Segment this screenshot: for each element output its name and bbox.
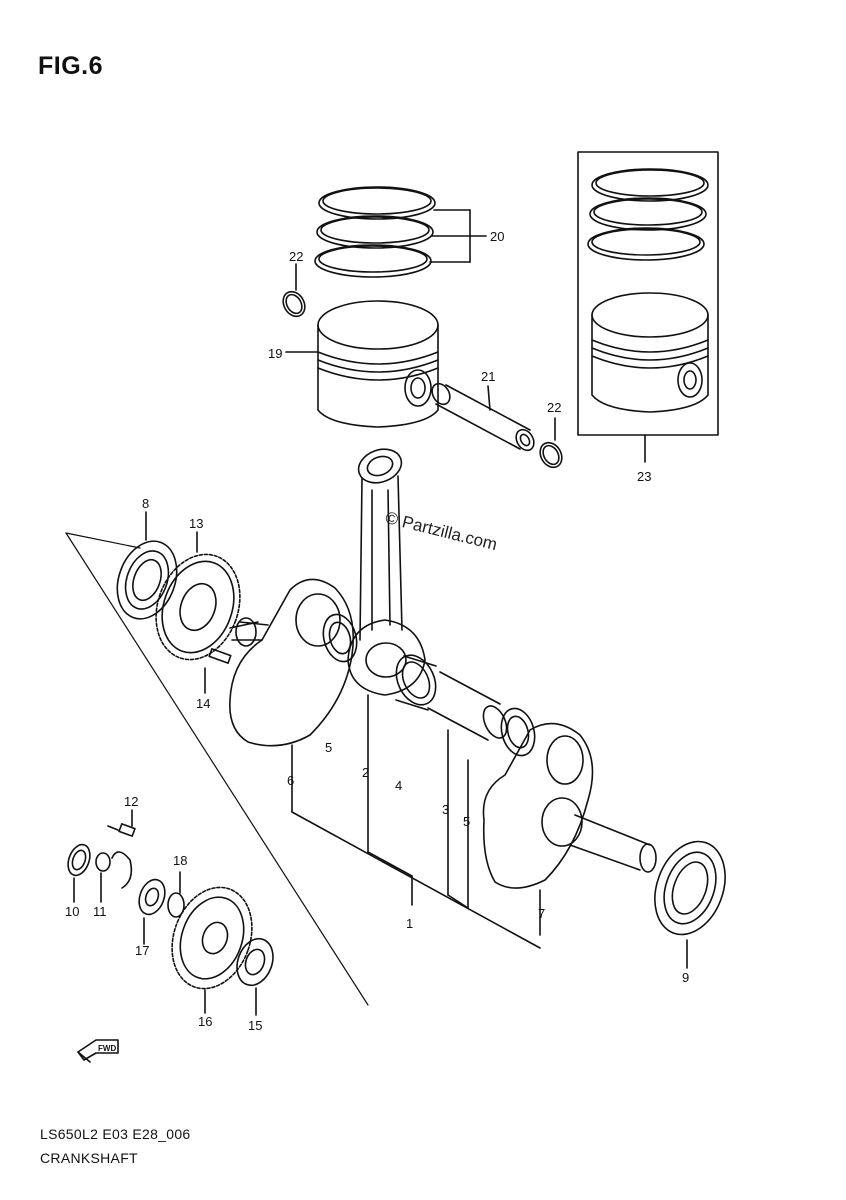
callout-23: 23 (637, 469, 651, 484)
callout-2: 2 (362, 765, 369, 780)
piston-pin (431, 382, 535, 452)
callout-21: 21 (481, 369, 495, 384)
callout-5b: 5 (463, 814, 470, 829)
callout-labels: 1 2 3 4 5 5 6 7 8 9 10 11 12 13 14 15 16… (65, 229, 689, 1033)
callout-3: 3 (442, 802, 449, 817)
gear-group-lower (138, 871, 274, 1016)
thrust-washers (322, 613, 536, 909)
crank-web-right (482, 722, 657, 936)
diagram-name: CRANKSHAFT (40, 1150, 138, 1166)
callout-7: 7 (538, 906, 545, 921)
guide-lines (65, 532, 369, 1006)
callout-11: 11 (93, 904, 107, 919)
bearing-left (116, 511, 178, 620)
circlip-right (539, 417, 563, 469)
callout-22-left: 22 (289, 249, 303, 264)
crank-web-left (229, 578, 355, 813)
small-parts-group (67, 809, 136, 903)
forward-arrow-icon: FWD (77, 1039, 119, 1063)
figure-title: FIG.6 (38, 52, 104, 80)
key (204, 648, 232, 694)
callout-19: 19 (268, 346, 282, 361)
callout-5a: 5 (325, 740, 332, 755)
callout-4: 4 (395, 778, 402, 793)
piston-set-box (577, 151, 719, 463)
primary-gear (155, 531, 241, 661)
callout-13: 13 (189, 516, 203, 531)
callout-9: 9 (682, 970, 689, 985)
diagram-code: LS650L2 E03 E28_006 (40, 1126, 191, 1142)
callout-14: 14 (196, 696, 210, 711)
bearing-right (654, 840, 726, 969)
callout-8: 8 (142, 496, 149, 511)
callout-20: 20 (490, 229, 504, 244)
crankpin-bearing (395, 654, 508, 896)
callout-1: 1 (406, 916, 413, 931)
callout-12: 12 (124, 794, 138, 809)
callout-22-right: 22 (547, 400, 561, 415)
fwd-label: FWD (98, 1044, 116, 1053)
piston-rings (314, 186, 487, 278)
callout-18: 18 (173, 853, 187, 868)
assembly-bracket (291, 811, 541, 949)
piston (285, 300, 439, 428)
connecting-rod (347, 448, 426, 853)
callout-15: 15 (248, 1018, 262, 1033)
circlip-left (282, 263, 306, 318)
callout-6: 6 (287, 773, 294, 788)
callout-10: 10 (65, 904, 79, 919)
callout-16: 16 (198, 1014, 212, 1029)
callout-17: 17 (135, 943, 149, 958)
